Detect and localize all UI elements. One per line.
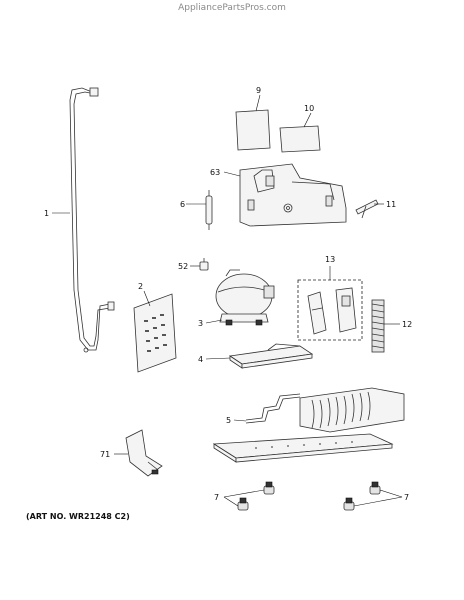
part-63-housing[interactable]	[239, 163, 347, 227]
part-52-fitting[interactable]	[199, 258, 209, 271]
part-71-bracket[interactable]	[125, 429, 163, 477]
base-pan[interactable]	[212, 433, 394, 463]
part-4-tray[interactable]	[228, 343, 314, 369]
callout-1: 1	[44, 209, 49, 218]
site-watermark: AppliancePartsPros.com	[178, 3, 286, 13]
part-13-relay-kit[interactable]	[297, 279, 363, 341]
part-2-panel[interactable]	[133, 293, 177, 373]
part-7-leveling-feet-left[interactable]	[237, 481, 275, 511]
part-3-compressor[interactable]	[215, 269, 275, 326]
part-6-drier[interactable]	[205, 190, 213, 230]
part-1-capillary-tube[interactable]	[69, 87, 115, 353]
part-10-insulation-panel[interactable]	[279, 125, 321, 153]
callout-63: 63	[210, 168, 220, 177]
callout-11: 11	[386, 200, 396, 209]
part-12-coil[interactable]	[371, 299, 385, 353]
condenser-coil-assembly[interactable]	[299, 387, 405, 433]
callout-13: 13	[325, 255, 335, 264]
art-number: (ART NO. WR21248 C2)	[26, 512, 130, 521]
callout-12: 12	[402, 320, 412, 329]
callout-2: 2	[138, 282, 143, 291]
callout-52: 52	[178, 262, 188, 271]
callout-6: 6	[180, 200, 185, 209]
part-7-leveling-feet-right[interactable]	[343, 481, 381, 511]
part-11-clip[interactable]	[355, 199, 379, 219]
callout-10: 10	[304, 104, 314, 113]
callout-7-right: 7	[404, 493, 409, 502]
part-9-cover-panel[interactable]	[235, 109, 271, 151]
callout-3: 3	[198, 319, 203, 328]
callout-71: 71	[100, 450, 110, 459]
callout-5: 5	[226, 416, 231, 425]
callout-4: 4	[198, 355, 203, 364]
callout-9: 9	[256, 86, 261, 95]
callout-7-left: 7	[214, 493, 219, 502]
part-5-condenser-tube[interactable]	[245, 393, 301, 424]
